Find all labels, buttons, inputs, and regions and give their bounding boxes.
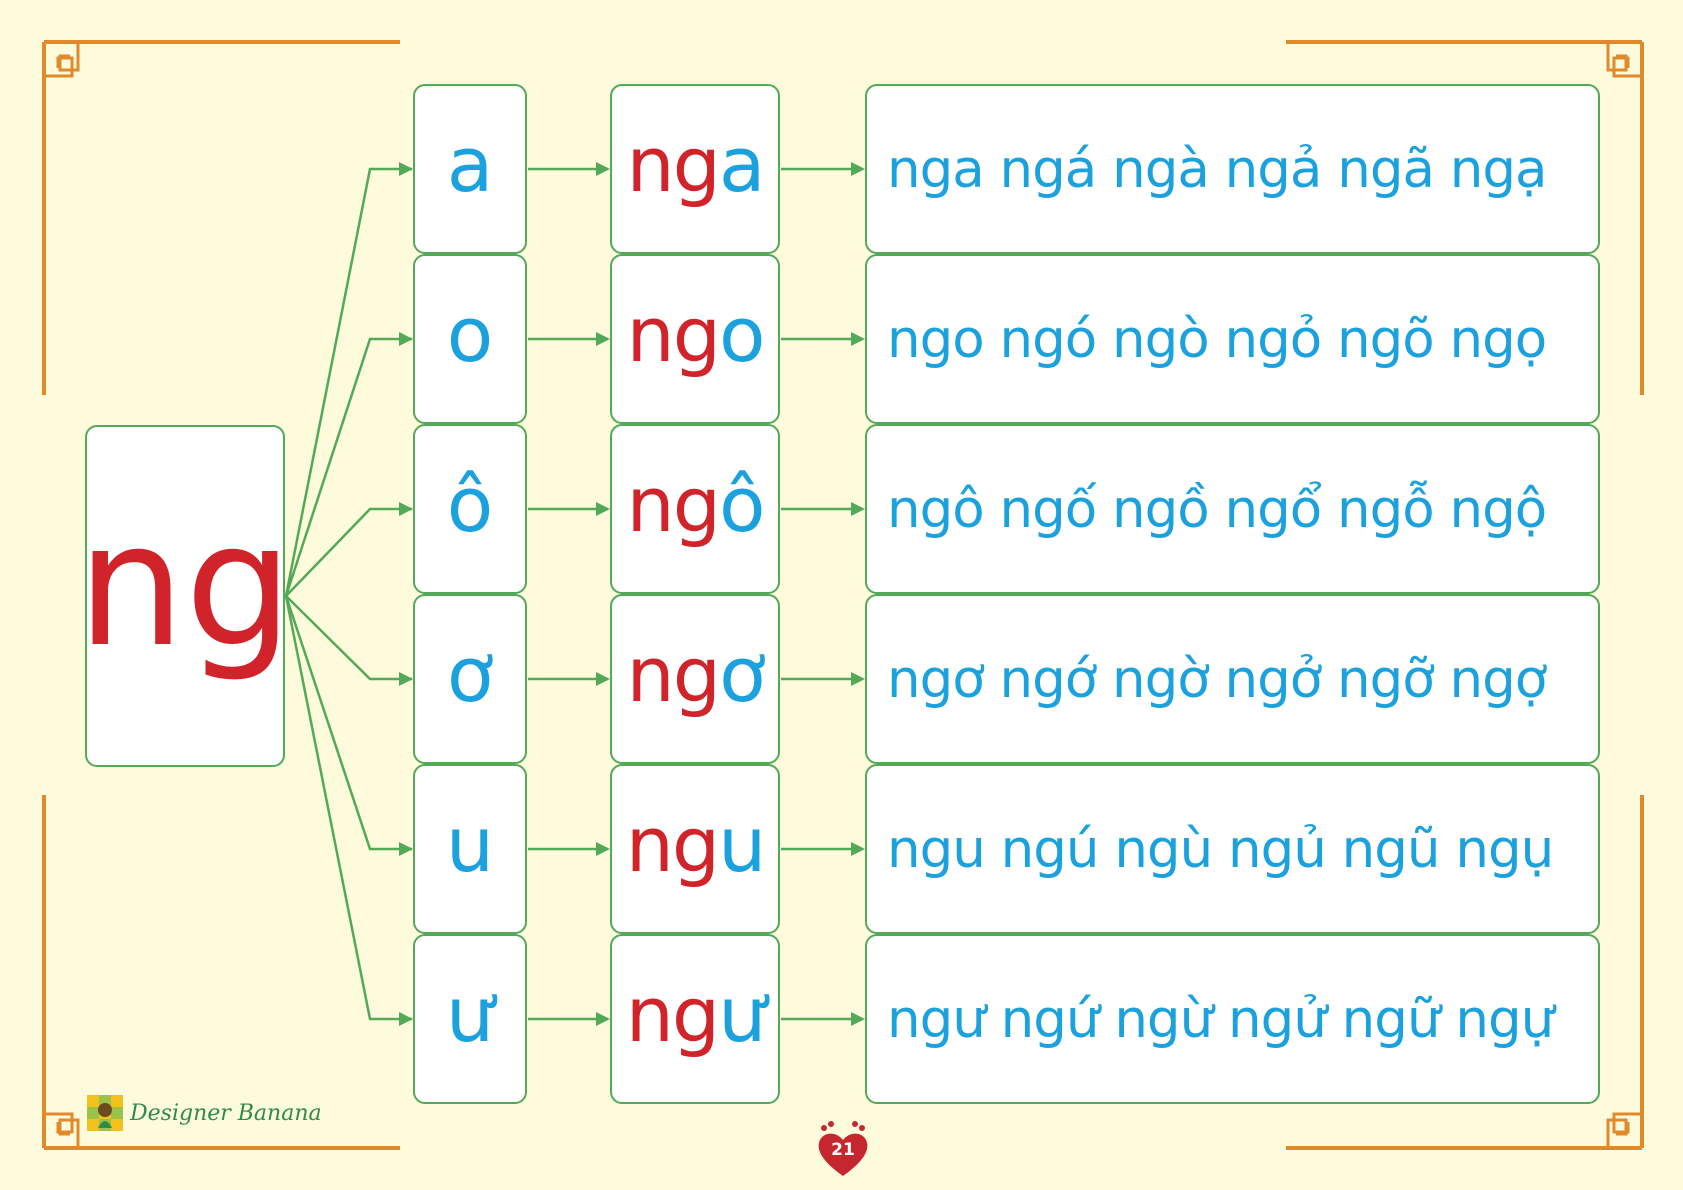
syllable-card: ngô xyxy=(610,424,780,594)
syllable-card: ngu xyxy=(610,764,780,934)
syllable-vowel: a xyxy=(718,120,766,209)
page-number: 21 xyxy=(831,1140,855,1160)
tone-card: ngu ngú ngù ngủ ngũ ngụ xyxy=(865,764,1600,934)
syllable-vowel: u xyxy=(718,800,766,889)
tone-variants: ngo ngó ngò ngỏ ngõ ngọ xyxy=(887,308,1547,370)
banana-logo-icon xyxy=(87,1095,123,1131)
syllable-card: nga xyxy=(610,84,780,254)
consonant-label: ng xyxy=(77,487,293,685)
tone-variants: ngu ngú ngù ngủ ngũ ngụ xyxy=(887,818,1554,880)
vowel-label: a xyxy=(446,120,494,209)
syllable-label: ngô xyxy=(627,467,766,543)
syllable-label: ngu xyxy=(626,807,767,883)
vowel-card: ô xyxy=(413,424,527,594)
tone-card: ngo ngó ngò ngỏ ngõ ngọ xyxy=(865,254,1600,424)
syllable-onset: ng xyxy=(625,800,720,889)
heart-footprint-icon xyxy=(818,1121,868,1176)
consonant-card: ng xyxy=(77,425,293,767)
vowel-card: o xyxy=(413,254,527,424)
tone-variants: ngô ngố ngồ ngổ ngỗ ngộ xyxy=(887,478,1547,540)
vowel-label: u xyxy=(445,800,495,889)
tone-card: ngơ ngớ ngờ ngở ngỡ ngợ xyxy=(865,594,1600,764)
syllable-onset: ng xyxy=(625,970,720,1059)
arrow-heads xyxy=(399,162,865,1026)
tone-variants: nga ngá ngà ngả ngã ngạ xyxy=(887,138,1548,200)
syllable-label: ngo xyxy=(627,297,766,373)
brand-mark: Designer Banana xyxy=(86,1092,322,1134)
syllable-card: ngơ xyxy=(610,594,780,764)
vowel-label: ô xyxy=(446,460,494,549)
vowel-card: a xyxy=(413,84,527,254)
vowel-card: ư xyxy=(413,934,527,1104)
syllable-vowel: ô xyxy=(718,460,765,549)
syllable-card: ngư xyxy=(610,934,780,1104)
vowel-card: ơ xyxy=(413,594,527,764)
syllable-label: nga xyxy=(627,127,766,203)
connector-arrows xyxy=(284,167,863,1021)
syllable-label: ngư xyxy=(626,977,767,1053)
vowel-label: o xyxy=(446,290,494,379)
syllable-label: ngơ xyxy=(627,637,766,713)
vowel-label: ư xyxy=(445,970,495,1059)
syllable-vowel: ư xyxy=(718,970,766,1059)
syllable-onset: ng xyxy=(626,290,721,379)
vowel-card: u xyxy=(413,764,527,934)
corner-ornament-icon xyxy=(42,40,1644,1150)
tone-variants: ngơ ngớ ngờ ngở ngỡ ngợ xyxy=(887,648,1547,710)
syllable-onset: ng xyxy=(626,630,721,719)
tone-variants: ngư ngứ ngừ ngử ngữ ngự xyxy=(887,988,1554,1050)
syllable-vowel: ơ xyxy=(718,630,765,719)
tone-card: ngô ngố ngồ ngổ ngỗ ngộ xyxy=(865,424,1600,594)
syllable-vowel: o xyxy=(718,290,765,379)
syllable-onset: ng xyxy=(626,120,721,209)
tone-card: nga ngá ngà ngả ngã ngạ xyxy=(865,84,1600,254)
tone-card: ngư ngứ ngừ ngử ngữ ngự xyxy=(865,934,1600,1104)
syllable-card: ngo xyxy=(610,254,780,424)
syllable-onset: ng xyxy=(626,460,721,549)
vowel-label: ơ xyxy=(446,630,494,719)
brand-name: Designer Banana xyxy=(130,1100,322,1126)
